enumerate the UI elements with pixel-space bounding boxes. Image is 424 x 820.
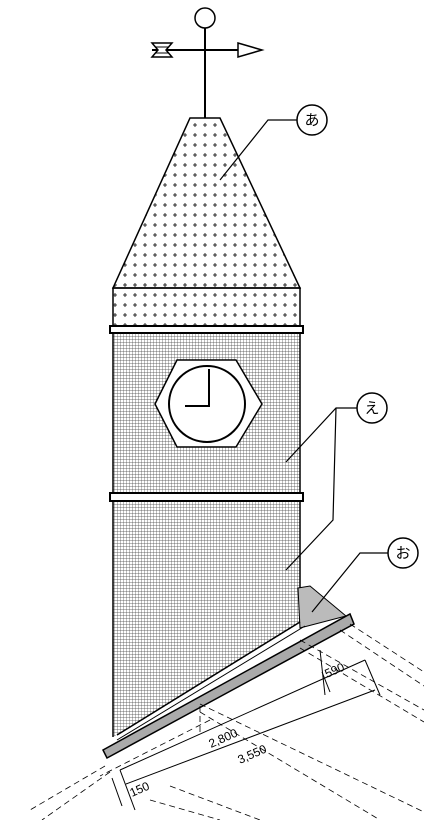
- clock: [154, 359, 263, 448]
- callout-o: お: [387, 537, 419, 569]
- spire-skirt: [112, 287, 301, 327]
- cornice-band-top: [109, 325, 304, 334]
- spire-body: [111, 117, 302, 289]
- roof-band: [102, 612, 355, 760]
- callout-e: え: [356, 392, 388, 424]
- dimension-3550: 3,550: [236, 742, 269, 767]
- svg-text:え: え: [364, 399, 379, 417]
- svg-text:お: お: [395, 544, 410, 562]
- svg-text:あ: あ: [304, 111, 319, 129]
- weathervane: [150, 7, 265, 118]
- vane-arrowhead: [237, 42, 265, 58]
- cornice-band-middle: [109, 492, 304, 502]
- callout-a: あ: [296, 104, 328, 136]
- finial-ball: [194, 7, 216, 29]
- dimension-lines: [111, 649, 381, 811]
- roof-section: [102, 585, 355, 760]
- spire: [109, 117, 304, 334]
- clock-face: [168, 365, 246, 443]
- dimension-590: 590: [323, 660, 347, 681]
- callout-leaders: [219, 119, 388, 613]
